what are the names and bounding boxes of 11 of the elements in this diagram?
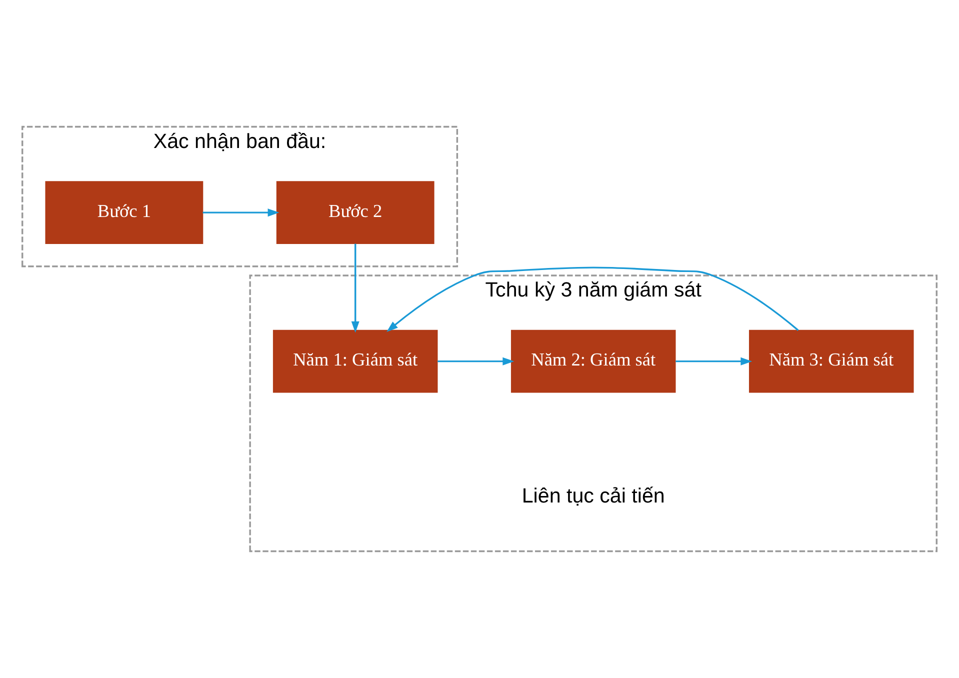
arrow [386, 266, 799, 332]
arrow [438, 357, 514, 366]
arrow [676, 357, 752, 366]
node-box: Năm 1: Giám sát [272, 330, 438, 393]
node-box: Năm 3: Giám sát [748, 330, 914, 393]
label: Liên tục cải tiến [522, 484, 665, 508]
arrow [202, 208, 280, 217]
node-box: Bước 1 [45, 181, 204, 244]
arrow [351, 244, 360, 333]
node-box: Bước 2 [276, 181, 434, 244]
node-box: Năm 2: Giám sát [510, 330, 676, 393]
